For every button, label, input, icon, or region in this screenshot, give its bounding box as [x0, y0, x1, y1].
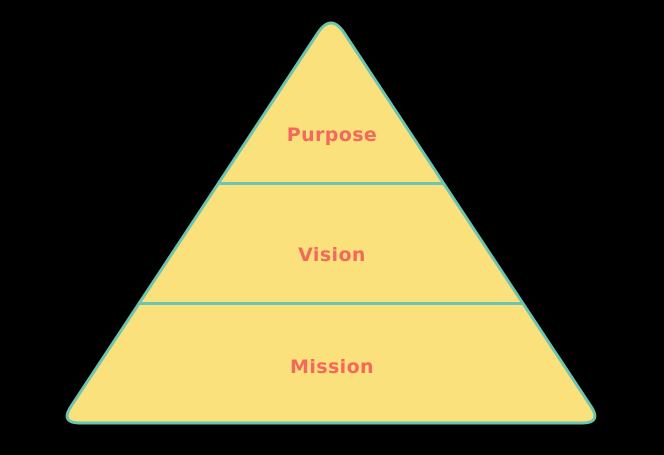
level-label-mission: Mission	[290, 356, 374, 378]
level-label-purpose: Purpose	[287, 124, 377, 146]
pyramid-shape	[65, 21, 597, 425]
level-label-vision: Vision	[298, 244, 366, 266]
